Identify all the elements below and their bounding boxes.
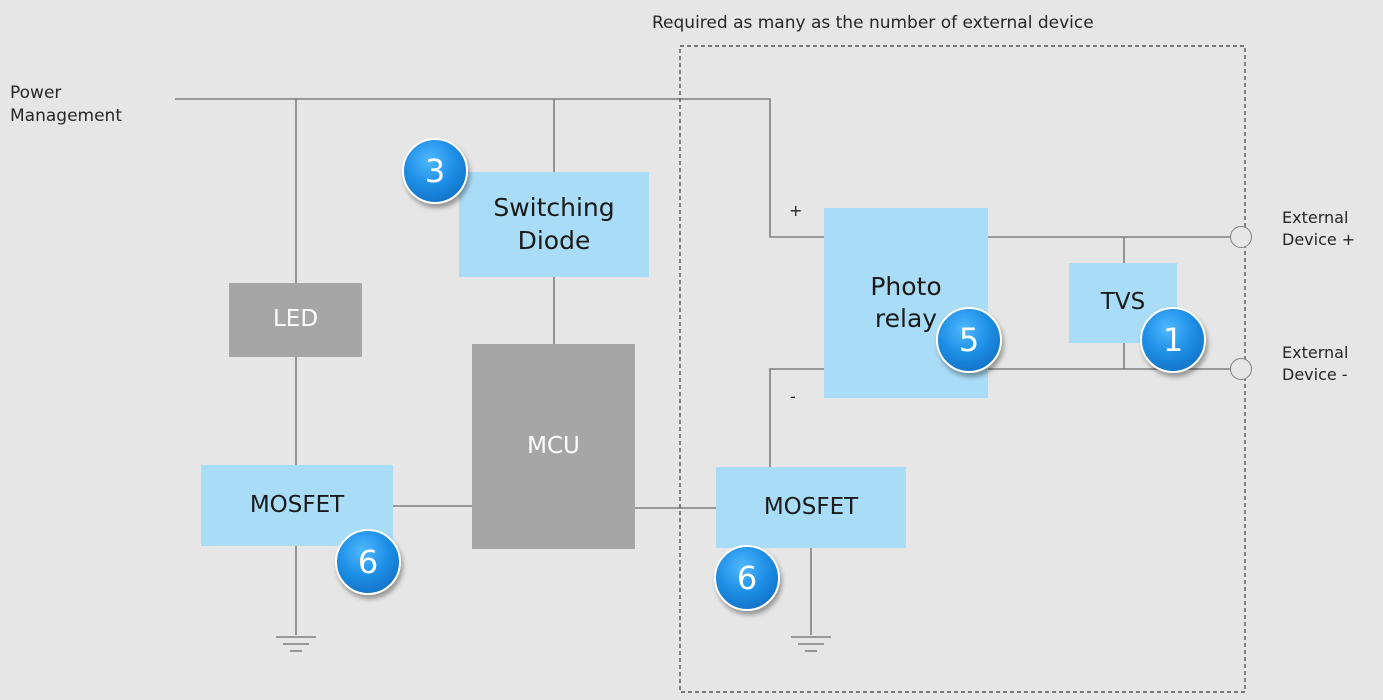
power-rail bbox=[175, 98, 824, 238]
external-device-minus-label: External Device - bbox=[1282, 343, 1349, 384]
mosfet-right-block: MOSFET bbox=[716, 467, 906, 548]
led-label: LED bbox=[272, 306, 319, 333]
relay-minus-sign: - bbox=[790, 387, 796, 406]
led-block: LED bbox=[229, 283, 362, 357]
relay-minus-wire bbox=[769, 368, 824, 467]
mosfet-left-label: MOSFET bbox=[249, 491, 345, 518]
switching-diode-block: Switching Diode bbox=[459, 172, 649, 277]
mosfet-right-label: MOSFET bbox=[763, 493, 859, 520]
badge-diode: 3 bbox=[402, 138, 468, 204]
relay-plus-sign: + bbox=[789, 201, 803, 220]
badge-mosfet-right: 6 bbox=[714, 545, 780, 611]
external-plus-terminal-icon bbox=[1230, 226, 1252, 248]
badge-tvs: 1 bbox=[1140, 307, 1206, 373]
mcu-label: MCU bbox=[527, 432, 580, 459]
badge-photo-relay: 5 bbox=[936, 307, 1002, 373]
repeated-section-frame bbox=[679, 45, 1246, 693]
ground-icon bbox=[791, 636, 831, 652]
badge-mosfet-left: 6 bbox=[335, 529, 401, 595]
photo-relay-label: Photo relay bbox=[870, 271, 942, 334]
external-device-plus-label: External Device + bbox=[1282, 208, 1356, 249]
tvs-block: TVS bbox=[1069, 263, 1177, 343]
switching-diode-label: Switching Diode bbox=[493, 193, 615, 255]
ground-icon bbox=[276, 636, 316, 652]
power-management-label: Power Management bbox=[10, 83, 122, 126]
tvs-label: TVS bbox=[1100, 289, 1146, 316]
mcu-block: MCU bbox=[472, 344, 635, 549]
external-minus-terminal-icon bbox=[1230, 358, 1252, 380]
repeated-section-note: Required as many as the number of extern… bbox=[652, 13, 1094, 33]
